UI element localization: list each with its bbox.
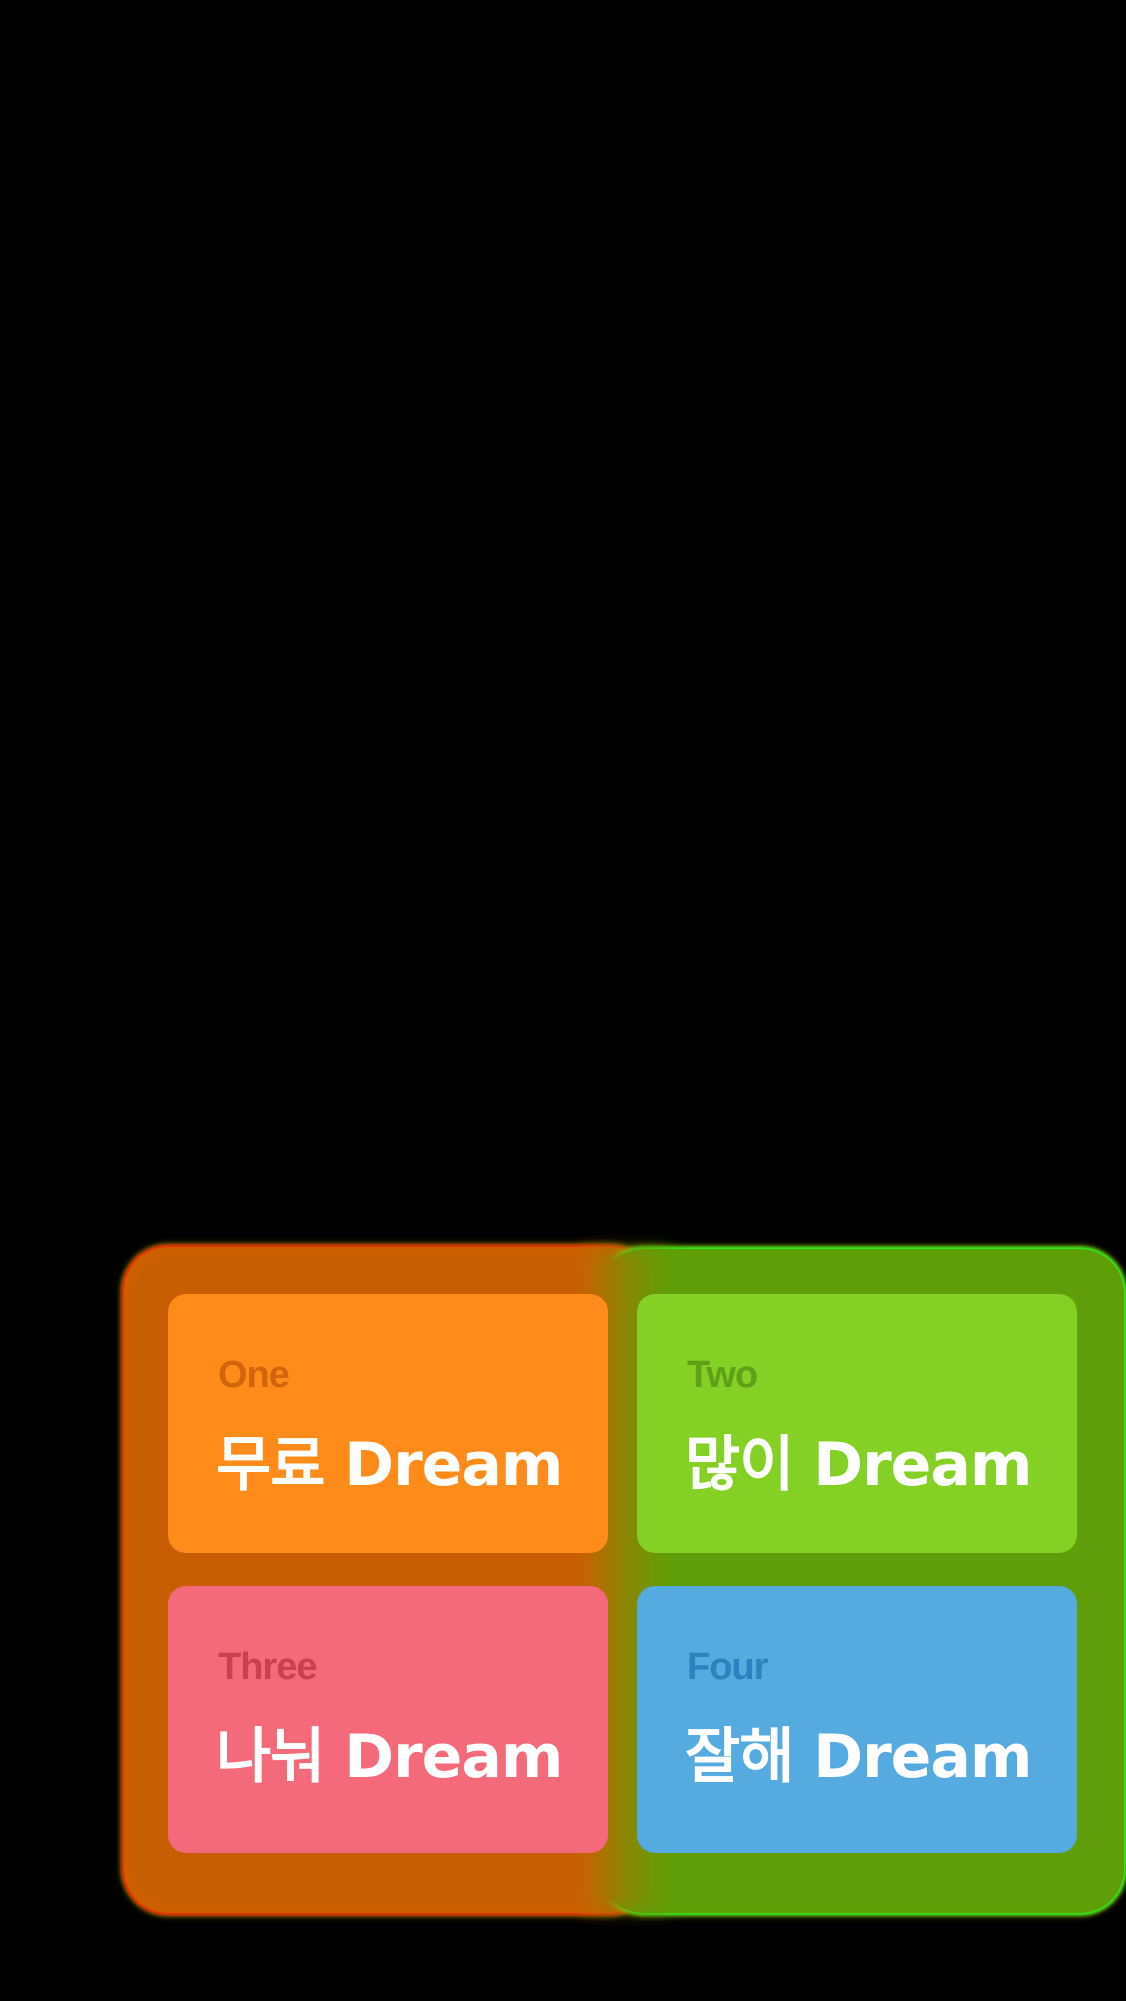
card-one[interactable]: One 무료 Dream <box>168 1294 608 1553</box>
card-four[interactable]: Four 잘해 Dream <box>637 1586 1077 1853</box>
card-two[interactable]: Two 많이 Dream <box>637 1294 1077 1553</box>
card-title: 잘해 Dream <box>685 1722 1032 1792</box>
card-label: Two <box>687 1354 758 1396</box>
card-title: 무료 Dream <box>216 1430 563 1500</box>
card-three[interactable]: Three 나눠 Dream <box>168 1586 608 1853</box>
card-label: Four <box>687 1646 768 1688</box>
card-label: Three <box>218 1646 317 1688</box>
card-label: One <box>218 1354 290 1396</box>
card-title: 많이 Dream <box>685 1430 1032 1500</box>
card-title: 나눠 Dream <box>216 1722 563 1792</box>
